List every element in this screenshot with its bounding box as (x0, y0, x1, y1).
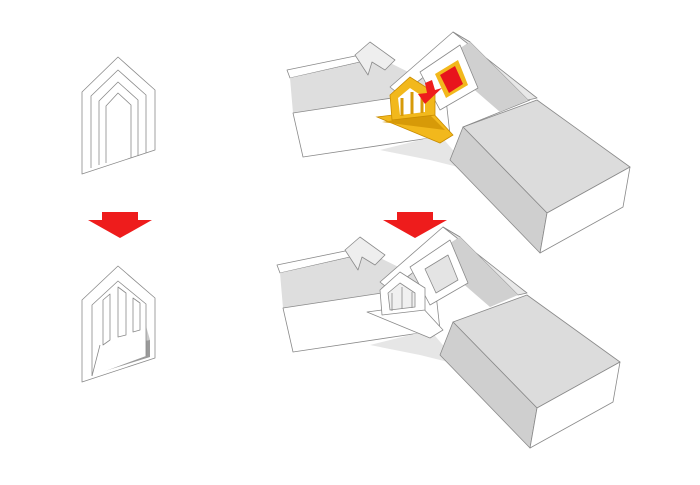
porch-highlight (375, 76, 454, 144)
porch-installed (366, 271, 444, 339)
down-arrow-icon (88, 212, 152, 238)
nested-gable-before (81, 56, 156, 175)
down-arrow-icon (383, 212, 447, 238)
building-before (286, 31, 631, 254)
building-after (276, 226, 621, 449)
opened-gable-after (81, 265, 156, 383)
insert-arrow-icon (418, 80, 442, 104)
